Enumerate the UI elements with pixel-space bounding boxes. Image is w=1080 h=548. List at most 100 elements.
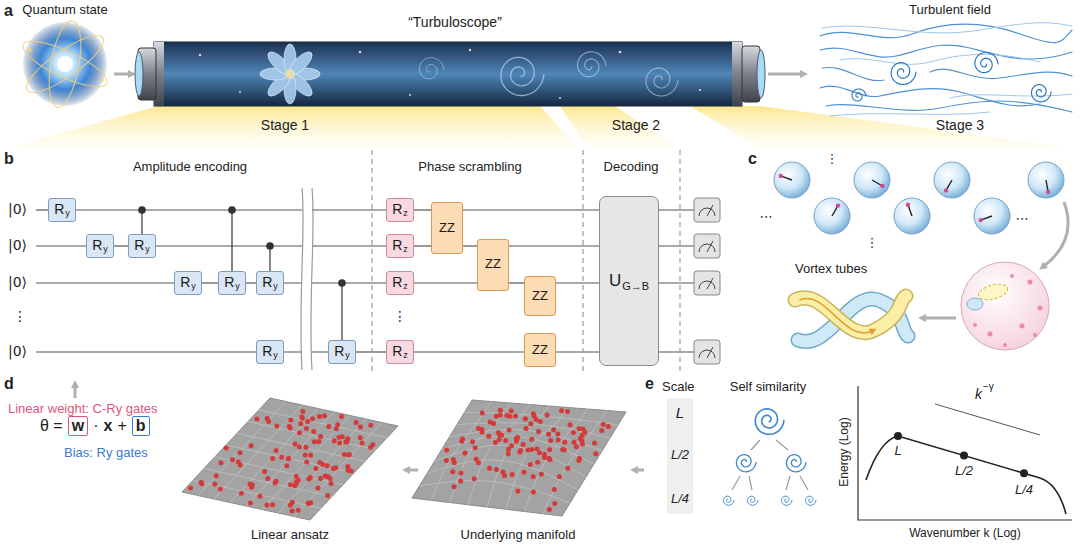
data-point bbox=[343, 440, 348, 445]
data-point bbox=[551, 427, 556, 432]
data-point bbox=[304, 426, 309, 431]
swirl bbox=[755, 409, 784, 435]
scale-label: L/2 bbox=[671, 448, 689, 463]
data-point bbox=[317, 460, 322, 465]
quantum-gate: ZZ bbox=[477, 239, 509, 291]
data-point bbox=[601, 422, 606, 427]
gate-label: R bbox=[92, 238, 102, 253]
data-point bbox=[304, 460, 309, 465]
data-point bbox=[329, 481, 334, 486]
gate-subscript: y bbox=[273, 351, 278, 361]
data-point bbox=[592, 441, 597, 446]
data-point bbox=[290, 508, 295, 513]
qubit-wire bbox=[463, 245, 477, 246]
gate-label: U bbox=[609, 272, 621, 291]
data-point bbox=[325, 463, 330, 468]
scale-label: L bbox=[676, 404, 684, 421]
data-point bbox=[515, 488, 520, 493]
data-point bbox=[562, 440, 567, 445]
quantum-gate: Ry bbox=[174, 271, 202, 295]
gate-label: ZZ bbox=[532, 289, 548, 303]
data-point bbox=[470, 439, 475, 444]
energy-spectrum-plot bbox=[858, 386, 1072, 520]
sphere bbox=[974, 198, 1010, 234]
ellipsis: ⋯ bbox=[760, 210, 773, 225]
sphere bbox=[814, 198, 850, 234]
data-point bbox=[531, 489, 536, 494]
flow-arrow bbox=[924, 317, 956, 320]
data-point bbox=[358, 425, 363, 430]
ellipsis: ⋮ bbox=[393, 308, 407, 324]
qubit-wire bbox=[246, 282, 256, 283]
data-point bbox=[507, 428, 512, 433]
data-point bbox=[528, 462, 533, 467]
surface-grid bbox=[487, 406, 549, 507]
section-title: Phase scrambling bbox=[418, 160, 521, 175]
swirl bbox=[578, 52, 607, 77]
panel-letter: b bbox=[4, 150, 14, 168]
surface bbox=[412, 400, 626, 516]
data-point bbox=[571, 430, 576, 435]
panel-letter: a bbox=[4, 2, 13, 20]
flow-arrow bbox=[408, 469, 418, 472]
data-point bbox=[354, 420, 359, 425]
flow-arrow bbox=[74, 386, 77, 398]
data-point bbox=[286, 456, 291, 461]
data-point bbox=[501, 470, 506, 475]
data-point bbox=[293, 441, 298, 446]
ket-label: |0⟩ bbox=[8, 201, 27, 217]
data-point bbox=[514, 439, 519, 444]
formula-term: x bbox=[103, 417, 112, 435]
data-point bbox=[547, 507, 552, 512]
data-point bbox=[342, 452, 347, 457]
ket-label: |0⟩ bbox=[8, 237, 27, 253]
panel-letter: d bbox=[4, 375, 14, 393]
ellipsis: ⋮ bbox=[866, 236, 879, 251]
gate-subscript: z bbox=[403, 282, 408, 292]
quantum-gate: Ry bbox=[328, 340, 356, 364]
data-point bbox=[264, 503, 269, 508]
data-point bbox=[552, 487, 557, 492]
qubit-wire bbox=[556, 282, 599, 283]
data-point bbox=[360, 441, 365, 446]
qubit-wire bbox=[414, 282, 477, 283]
data-point bbox=[509, 409, 514, 414]
sphere bbox=[1028, 162, 1064, 198]
flow-arrow bbox=[114, 73, 130, 76]
formula-term: w bbox=[68, 416, 88, 436]
data-point bbox=[339, 414, 344, 419]
data-point bbox=[249, 443, 254, 448]
gate-label: R bbox=[392, 275, 402, 290]
data-point bbox=[288, 425, 293, 430]
data-point bbox=[306, 501, 311, 506]
panel-letter: c bbox=[748, 150, 757, 168]
data-point bbox=[248, 500, 253, 505]
swirl bbox=[419, 58, 444, 79]
quantum-gate: Rz bbox=[386, 198, 414, 222]
swirl bbox=[724, 496, 735, 505]
surface-grid bbox=[420, 481, 571, 503]
quantum-gate: Rz bbox=[386, 340, 414, 364]
qubit-wire bbox=[414, 209, 431, 210]
data-point bbox=[580, 441, 585, 446]
data-point bbox=[358, 435, 363, 440]
gate-subscript: G→B bbox=[622, 280, 649, 292]
quantum-gate: ZZ bbox=[431, 202, 463, 254]
slope-label: k bbox=[975, 386, 982, 402]
section-title: Decoding bbox=[604, 160, 659, 175]
spin-tip bbox=[906, 203, 910, 207]
data-point bbox=[577, 426, 582, 431]
swirl bbox=[501, 57, 544, 95]
sphere bbox=[774, 162, 810, 198]
data-point bbox=[555, 431, 560, 436]
data-point bbox=[312, 439, 317, 444]
stage-beam bbox=[8, 106, 578, 148]
data-point bbox=[532, 414, 537, 419]
image-title: “Turbuloscope” bbox=[408, 14, 502, 30]
quantum-gate: Ry bbox=[218, 271, 246, 295]
annotation: Linear weight: C-Ry gates bbox=[8, 402, 158, 417]
quantum-gate: Ry bbox=[128, 234, 156, 258]
data-point bbox=[300, 409, 305, 414]
stage-label: Stage 1 bbox=[261, 117, 309, 133]
